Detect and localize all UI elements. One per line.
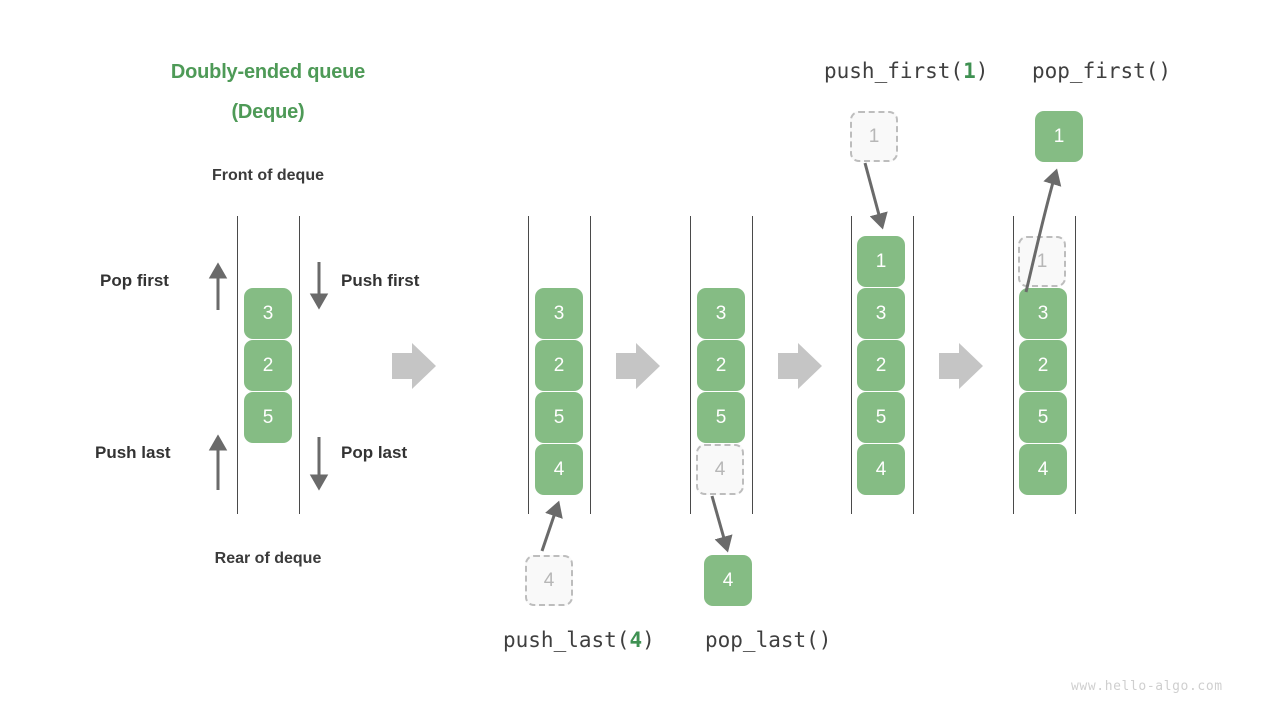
rail-left <box>1013 216 1014 514</box>
deque-cell: 3 <box>535 288 583 339</box>
rail-left <box>851 216 852 514</box>
transition-arrow-icon <box>939 343 983 389</box>
push-last-operation-label: push_last(4) <box>503 628 655 652</box>
deque-cell: 5 <box>1019 392 1067 443</box>
incoming-element-ghost: 1 <box>850 111 898 162</box>
deque-cell: 5 <box>857 392 905 443</box>
push-last-op-name: push_last( <box>503 628 630 652</box>
rail-right <box>590 216 591 514</box>
rail-left <box>690 216 691 514</box>
title-line-2: (Deque) <box>231 101 305 123</box>
deque-cell: 2 <box>535 340 583 391</box>
title-line-1: Doubly-ended queue <box>170 61 366 83</box>
deque-cell: 2 <box>1019 340 1067 391</box>
transition-arrow-icon <box>778 343 822 389</box>
deque-cell: 3 <box>697 288 745 339</box>
deque-cell: 5 <box>244 392 292 443</box>
watermark: www.hello-algo.com <box>1071 679 1223 694</box>
pop-last-motion-arrow <box>710 495 733 553</box>
push-first-operation-label: push_first(1) <box>824 59 988 83</box>
rail-right <box>752 216 753 514</box>
popped-element: 4 <box>704 555 752 606</box>
pop-first-label: Pop first <box>100 271 169 290</box>
deque-cell: 2 <box>244 340 292 391</box>
deque-cell: 4 <box>1019 444 1067 495</box>
pop-first-operation-label: pop_first() <box>1032 59 1172 83</box>
deque-cell: 2 <box>697 340 745 391</box>
push-last-label: Push last <box>95 443 171 462</box>
rail-right <box>913 216 914 514</box>
rail-left <box>237 216 238 514</box>
push-first-op-arg: 1 <box>963 59 976 83</box>
push-last-motion-arrow <box>540 500 563 552</box>
front-of-deque-label: Front of deque <box>212 167 324 184</box>
deque-cell: 2 <box>857 340 905 391</box>
deque-cell: 5 <box>535 392 583 443</box>
push-last-op-close: ) <box>642 628 655 652</box>
deque-cell: 3 <box>244 288 292 339</box>
push-first-op-name: push_first( <box>824 59 964 83</box>
removed-element-ghost: 4 <box>696 444 744 495</box>
rail-left <box>528 216 529 514</box>
incoming-element-ghost: 4 <box>525 555 573 606</box>
push-last-op-arg: 4 <box>629 628 643 652</box>
deque-cell: 3 <box>1019 288 1067 339</box>
deque-cell: 4 <box>535 444 583 495</box>
popped-element: 1 <box>1035 111 1083 162</box>
deque-cell: 1 <box>857 236 905 287</box>
transition-arrow-icon <box>392 343 436 389</box>
push-first-label: Push first <box>341 271 420 290</box>
deque-cell: 4 <box>857 444 905 495</box>
deque-cell: 3 <box>857 288 905 339</box>
page-title: Doubly-ended queue (Deque) <box>148 52 388 132</box>
deque-cell: 5 <box>697 392 745 443</box>
transition-arrow-icon <box>616 343 660 389</box>
rail-right <box>299 216 300 514</box>
pop-last-operation-label: pop_last() <box>705 628 832 652</box>
pop-last-label: Pop last <box>341 443 408 462</box>
rear-of-deque-label: Rear of deque <box>214 550 322 567</box>
push-first-op-close: ) <box>975 59 989 83</box>
push-first-motion-arrow <box>863 162 888 230</box>
removed-element-ghost: 1 <box>1018 236 1066 287</box>
rail-right <box>1075 216 1076 514</box>
